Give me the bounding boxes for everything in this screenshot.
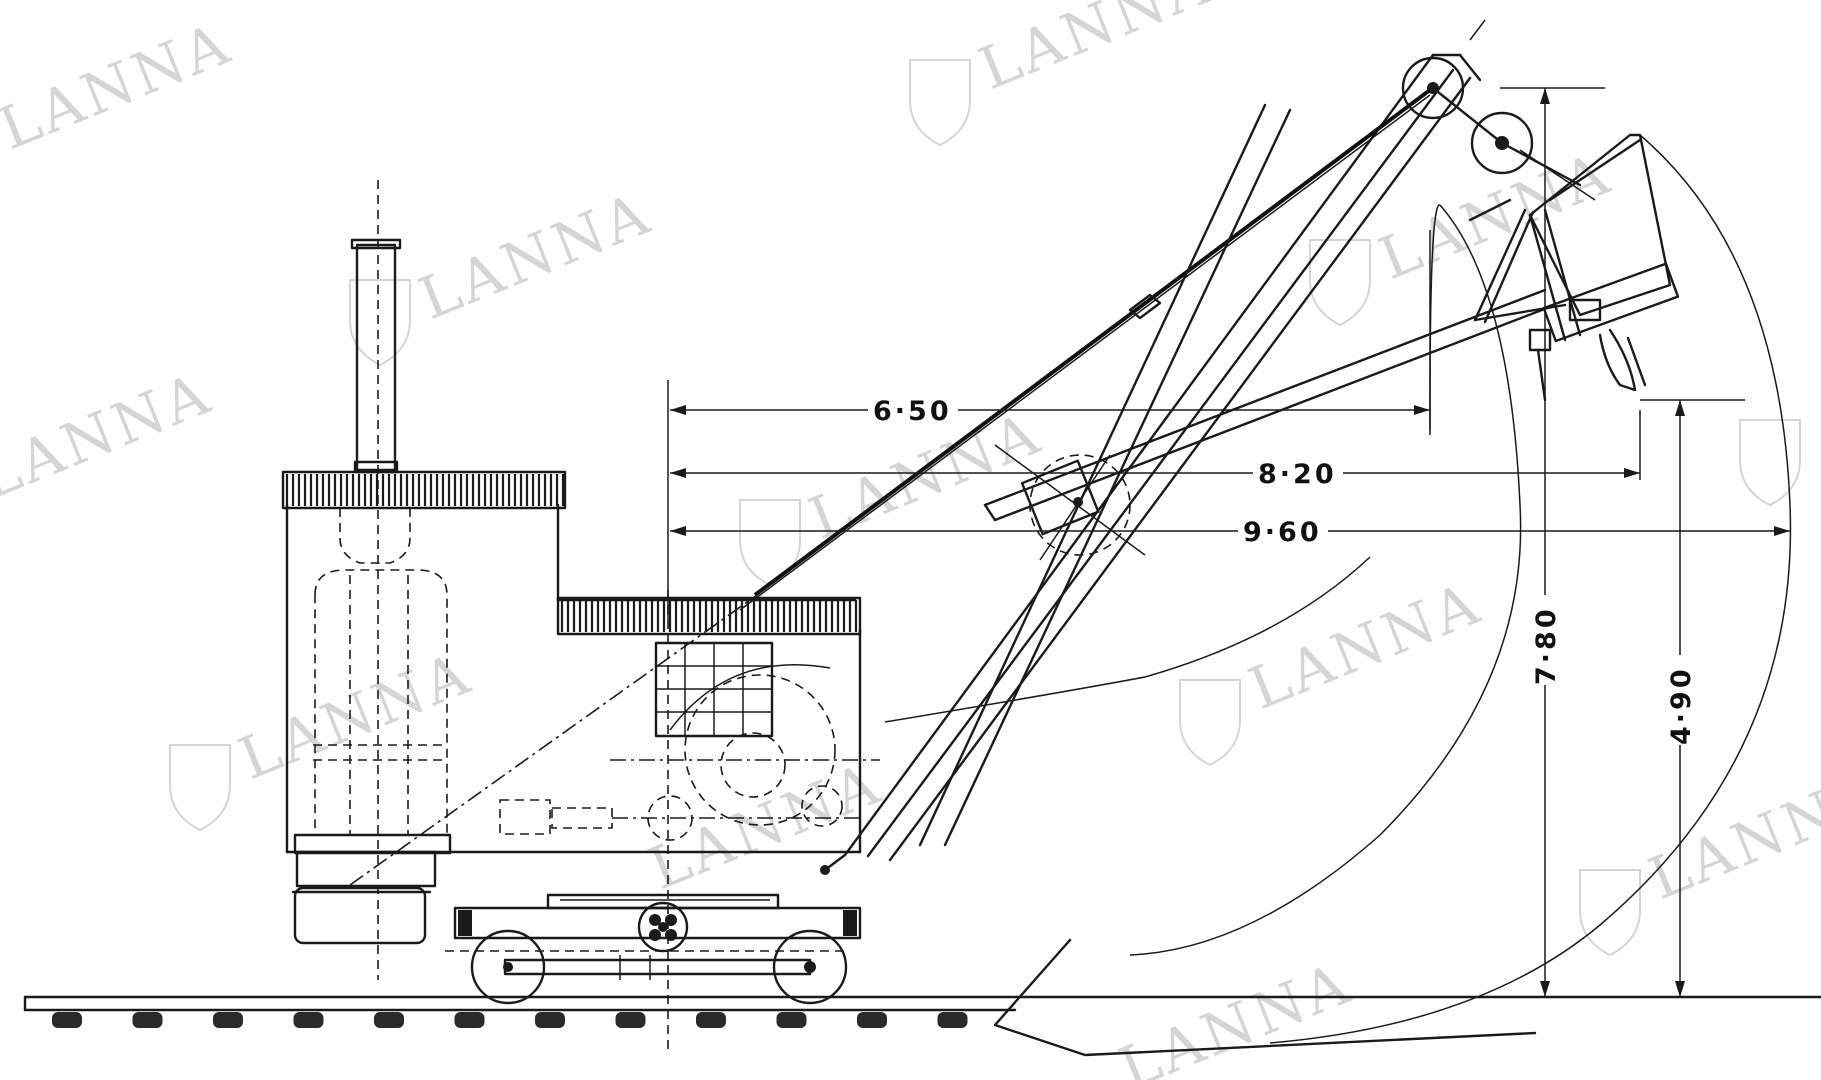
rail-sleeper	[52, 1012, 82, 1028]
watermark-shield-icon	[169, 744, 231, 832]
watermark-shield-icon	[1739, 419, 1801, 507]
watermark-text: LANNA	[1240, 569, 1492, 723]
watermark-shield-icon	[349, 279, 411, 367]
rail-sleeper	[776, 1012, 807, 1028]
rail-sleeper	[615, 1012, 646, 1028]
rail-sleeper	[535, 1012, 565, 1028]
watermark-text: LANNA	[0, 359, 221, 513]
rear-wheel	[470, 929, 546, 1005]
rail-sleeper	[293, 1012, 324, 1028]
watermark-text: LANNA	[640, 749, 892, 903]
rail-sleeper	[454, 1012, 485, 1028]
watermark-text: LANNA	[1110, 949, 1362, 1080]
drive-gear	[637, 901, 689, 953]
rail-sleeper	[857, 1012, 887, 1028]
watermark-text: LANNA	[0, 9, 241, 163]
watermark-text: LANNA	[230, 639, 482, 793]
rail-sleepers	[52, 1012, 968, 1028]
dim-label-7-80: 7·80	[1531, 606, 1562, 685]
undercarriage	[445, 893, 862, 1005]
rail-sleeper	[132, 1012, 163, 1028]
chimney	[350, 238, 402, 474]
bucket-floor-path	[993, 938, 1537, 1057]
hoist-pulley	[1470, 111, 1534, 175]
top-pulley	[1401, 56, 1465, 120]
watermark-text: LANNA	[410, 179, 662, 333]
dim-label-6-50: 6·50	[873, 396, 952, 427]
rail-sleeper	[213, 1012, 243, 1028]
watermark-text: LANNA	[970, 0, 1222, 103]
front-wheel	[772, 929, 848, 1005]
digging-envelope	[884, 134, 1792, 1057]
dim-label-9-60: 9·60	[1243, 517, 1322, 548]
watermark-shield-icon	[1579, 869, 1641, 957]
crane-boom	[739, 19, 1534, 875]
dim-label-4-90: 4·90	[1666, 666, 1697, 745]
dipper-arm	[983, 133, 1680, 561]
watermark-shield-icon	[1179, 679, 1241, 767]
rail-sleeper	[937, 1012, 968, 1028]
watermark-text: LANNA	[1640, 759, 1821, 913]
rail-track	[23, 995, 1821, 1012]
dimension-labels: 6·50 8·20 9·60 7·80 4·90	[868, 395, 1697, 745]
rail-sleeper	[374, 1012, 404, 1028]
machine-house	[281, 180, 880, 1050]
dim-label-8-20: 8·20	[1258, 459, 1337, 490]
rail-sleeper	[696, 1012, 726, 1028]
watermark-shield-icon	[909, 59, 971, 147]
dimension-lines	[667, 87, 1790, 997]
